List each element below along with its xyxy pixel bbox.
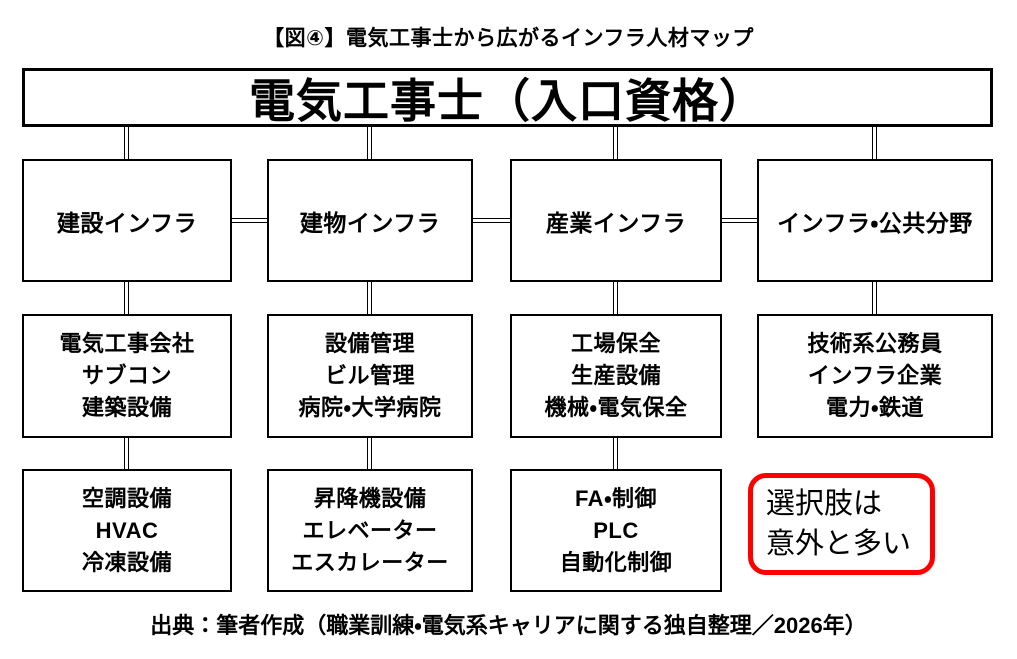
root-box-label: 電気工事士（入口資格） [249,74,766,127]
category-box-building-infra: 建物インフラ [267,159,473,282]
source-note: 出典：筆者作成（職業訓練・電気系キャリアに関する独自整理／2026年） [150,613,867,638]
box-line: 生産設備 [570,363,661,388]
category-box-construction-infra: 建設インフラ [22,159,232,282]
bottom-box-fa-control: FA・制御 PLC 自動化制御 [510,469,722,592]
box-line: HVAC [95,517,159,543]
box-line: エスカレーター [291,549,449,575]
connector-horizontal-cat3-cat4 [722,218,757,223]
box-line: 冷凍設備 [81,549,172,575]
box-line: FA・制御 [574,485,658,511]
root-box-entry-qualification: 電気工事士（入口資格） [22,68,993,127]
box-line: 機械・電気保全 [544,395,688,420]
connector-vertical-mid-bot-col3 [613,438,618,469]
category-label: 建設インフラ [56,209,198,236]
box-line: 昇降機設備 [313,485,427,511]
box-line: 空調設備 [81,485,172,511]
box-line: 自動化制御 [559,549,673,575]
connector-vertical-mid-bot-col1 [124,438,129,469]
category-label: 建物インフラ [299,209,441,236]
connector-horizontal-cat2-cat3 [473,218,510,223]
category-box-public-infra: インフラ・公共分野 [757,159,993,282]
box-line: 設備管理 [324,331,415,356]
box-line: 工場保全 [570,331,661,356]
figure-title: 【図④】電気工事士から広がるインフラ人材マップ [263,27,754,50]
mid-box-industrial-jobs: 工場保全 生産設備 機械・電気保全 [510,314,722,438]
connector-vertical-cat-mid-col2 [367,282,372,314]
connector-vertical-root-col3 [613,127,618,159]
box-line: 技術系公務員 [807,331,943,356]
callout-line: 選択肢は [766,488,883,520]
connector-vertical-root-col2 [367,127,372,159]
box-line: 病院・大学病院 [298,395,442,420]
mid-box-building-jobs: 設備管理 ビル管理 病院・大学病院 [267,314,473,438]
connector-vertical-cat-mid-col4 [872,282,877,314]
connector-vertical-root-col4 [872,127,877,159]
connector-vertical-mid-bot-col2 [367,438,372,469]
callout-note-box: 選択肢は 意外と多い [748,473,935,575]
box-line: 建築設備 [81,395,172,420]
callout-line: 意外と多い [766,528,912,560]
box-line: 電気工事会社 [59,331,195,356]
box-line: エレベーター [302,517,438,543]
mid-box-construction-jobs: 電気工事会社 サブコン 建築設備 [22,314,232,438]
connector-vertical-cat-mid-col3 [613,282,618,314]
connector-vertical-root-col1 [124,127,129,159]
category-label: インフラ・公共分野 [777,209,973,236]
category-label: 産業インフラ [545,209,687,236]
box-line: PLC [593,517,639,543]
box-line: インフラ企業 [807,363,943,388]
connector-vertical-cat-mid-col1 [124,282,129,314]
mid-box-public-jobs: 技術系公務員 インフラ企業 電力・鉄道 [757,314,993,438]
connector-horizontal-cat1-cat2 [232,218,267,223]
bottom-box-elevator: 昇降機設備 エレベーター エスカレーター [267,469,473,592]
box-line: サブコン [81,363,172,388]
category-box-industrial-infra: 産業インフラ [510,159,722,282]
box-line: 電力・鉄道 [826,395,924,420]
bottom-box-hvac: 空調設備 HVAC 冷凍設備 [22,469,232,592]
box-line: ビル管理 [324,363,415,388]
